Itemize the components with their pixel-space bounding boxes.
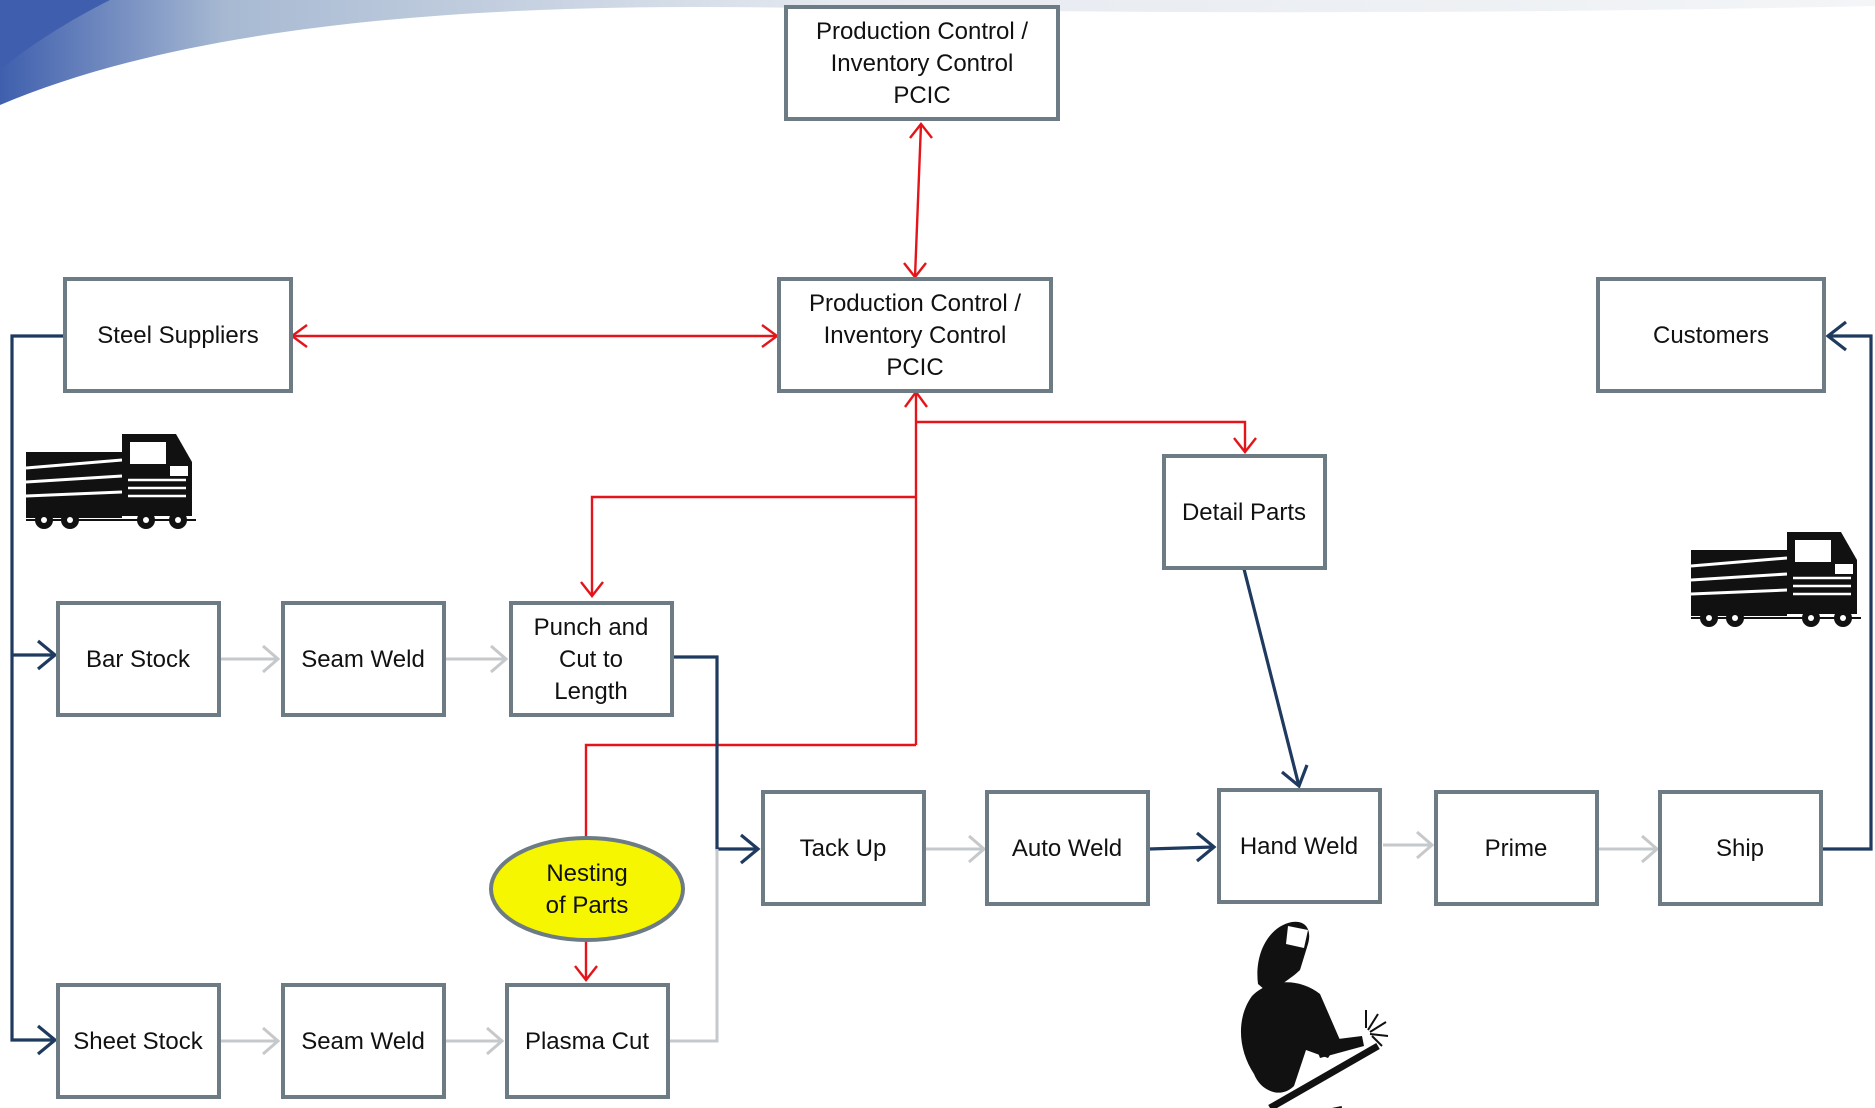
node-label-line: Production Control / [816,18,1028,45]
material-flow-lines [10,320,1873,1056]
node-label-line: Customers [1653,322,1769,349]
node-label-line: PCIC [886,354,943,381]
material-flow-ship-customers [1822,334,1873,851]
node-label-line: PCIC [893,82,950,109]
auto-weld-node: Auto Weld [985,790,1150,906]
seam-weld-node-1: Seam Weld [281,601,446,717]
node-label-line: Length [554,678,627,705]
material-flow-punch-tack [672,655,758,851]
node-label-line: Production Control / [809,290,1021,317]
node-label-line: of Parts [546,892,629,919]
info-flow-punch-link [590,495,916,596]
node-label-line: Inventory Control [831,50,1014,77]
svg-text:Seam Weld: Seam Weld [301,646,425,673]
node-label-line: Nesting [546,860,627,887]
node-label-line: Hand Weld [1240,833,1358,860]
process-flow-lines [220,644,1660,1056]
svg-text:Customers: Customers [1653,322,1769,349]
svg-text:Production Control /Inventory: Production Control / Inventory ControlPCI… [809,290,1021,381]
svg-text:Detail Parts: Detail Parts [1182,499,1306,526]
svg-text:Auto Weld: Auto Weld [1012,835,1122,862]
prime-node: Prime [1434,790,1599,906]
node-label-line: Cut to [559,646,623,673]
node-label-line: Detail Parts [1182,499,1306,526]
svg-text:Seam Weld: Seam Weld [301,1028,425,1055]
node-label-line: Steel Suppliers [97,322,258,349]
node-label-line: Sheet Stock [73,1028,203,1055]
ship-node: Ship [1658,790,1823,906]
info-flow-pcic-link [913,123,923,278]
welder-icon [1240,921,1389,1108]
node-label-line: Plasma Cut [525,1028,649,1055]
node-label-line: Bar Stock [86,646,191,673]
node-label-line: Prime [1485,835,1548,862]
node-label-line: Seam Weld [301,646,425,673]
header-banner [0,0,1875,105]
customers-node: Customers [1596,277,1826,393]
node-label-line: Inventory Control [824,322,1007,349]
svg-text:Production Control /Inventory: Production Control / Inventory ControlPCI… [816,18,1028,109]
node-label-line: Tack Up [800,835,887,862]
node-label-line: Punch and [534,614,649,641]
svg-text:Bar Stock: Bar Stock [86,646,191,673]
svg-text:Plasma Cut: Plasma Cut [525,1028,649,1055]
svg-text:Sheet Stock: Sheet Stock [73,1028,203,1055]
sheet-stock-node: Sheet Stock [56,983,221,1099]
material-flow-detail-hand [1242,568,1301,787]
svg-text:Steel Suppliers: Steel Suppliers [97,322,258,349]
steel-suppliers-node: Steel Suppliers [63,277,293,393]
info-flow-detail-link [916,420,1247,452]
plasma-cut-node: Plasma Cut [505,983,670,1099]
svg-text:Prime: Prime [1485,835,1548,862]
svg-text:Tack Up: Tack Up [800,835,887,862]
bar-stock-node: Bar Stock [56,601,221,717]
hand-weld-node: Hand Weld [1217,788,1382,904]
tack-up-node: Tack Up [761,790,926,906]
material-flow-supply [10,334,64,1042]
truck-icon [1690,532,1861,627]
process-flow-plasma-tack [669,849,719,1043]
info-flow-nesting-link [584,743,916,838]
detail-parts-node: Detail Parts [1162,454,1327,570]
node-label-line: Seam Weld [301,1028,425,1055]
material-flow-auto-hand [1148,845,1215,851]
svg-text:Hand Weld: Hand Weld [1240,833,1358,860]
truck-icon [25,434,196,529]
nesting-of-parts-node: Nesting of Parts [489,836,685,942]
seam-weld-node-2: Seam Weld [281,983,446,1099]
svg-text:Ship: Ship [1716,835,1764,862]
node-label-line: Ship [1716,835,1764,862]
node-label-line: Auto Weld [1012,835,1122,862]
